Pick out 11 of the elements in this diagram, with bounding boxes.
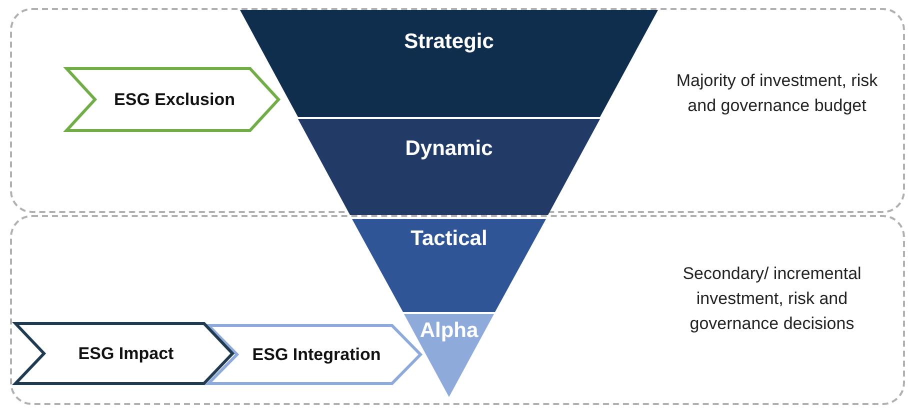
dashed-panel — [10, 8, 905, 213]
pyramid-segment: Dynamic — [298, 119, 600, 215]
chevron-shape: ESG Integration — [207, 324, 422, 385]
dashed-panel — [10, 215, 905, 405]
description-text: Secondary/ incremental investment, risk and governance decisions — [682, 263, 862, 335]
pyramid-segment: Strategic — [240, 10, 658, 117]
pyramid-segment: Tactical — [352, 219, 546, 312]
chevron-shape: ESG Impact — [14, 322, 234, 385]
chevron-shape: ESG Exclusion — [65, 67, 280, 132]
description-text: Majority of investment, risk and governance budget — [675, 70, 879, 117]
pyramid-segment: Alpha — [404, 314, 494, 397]
